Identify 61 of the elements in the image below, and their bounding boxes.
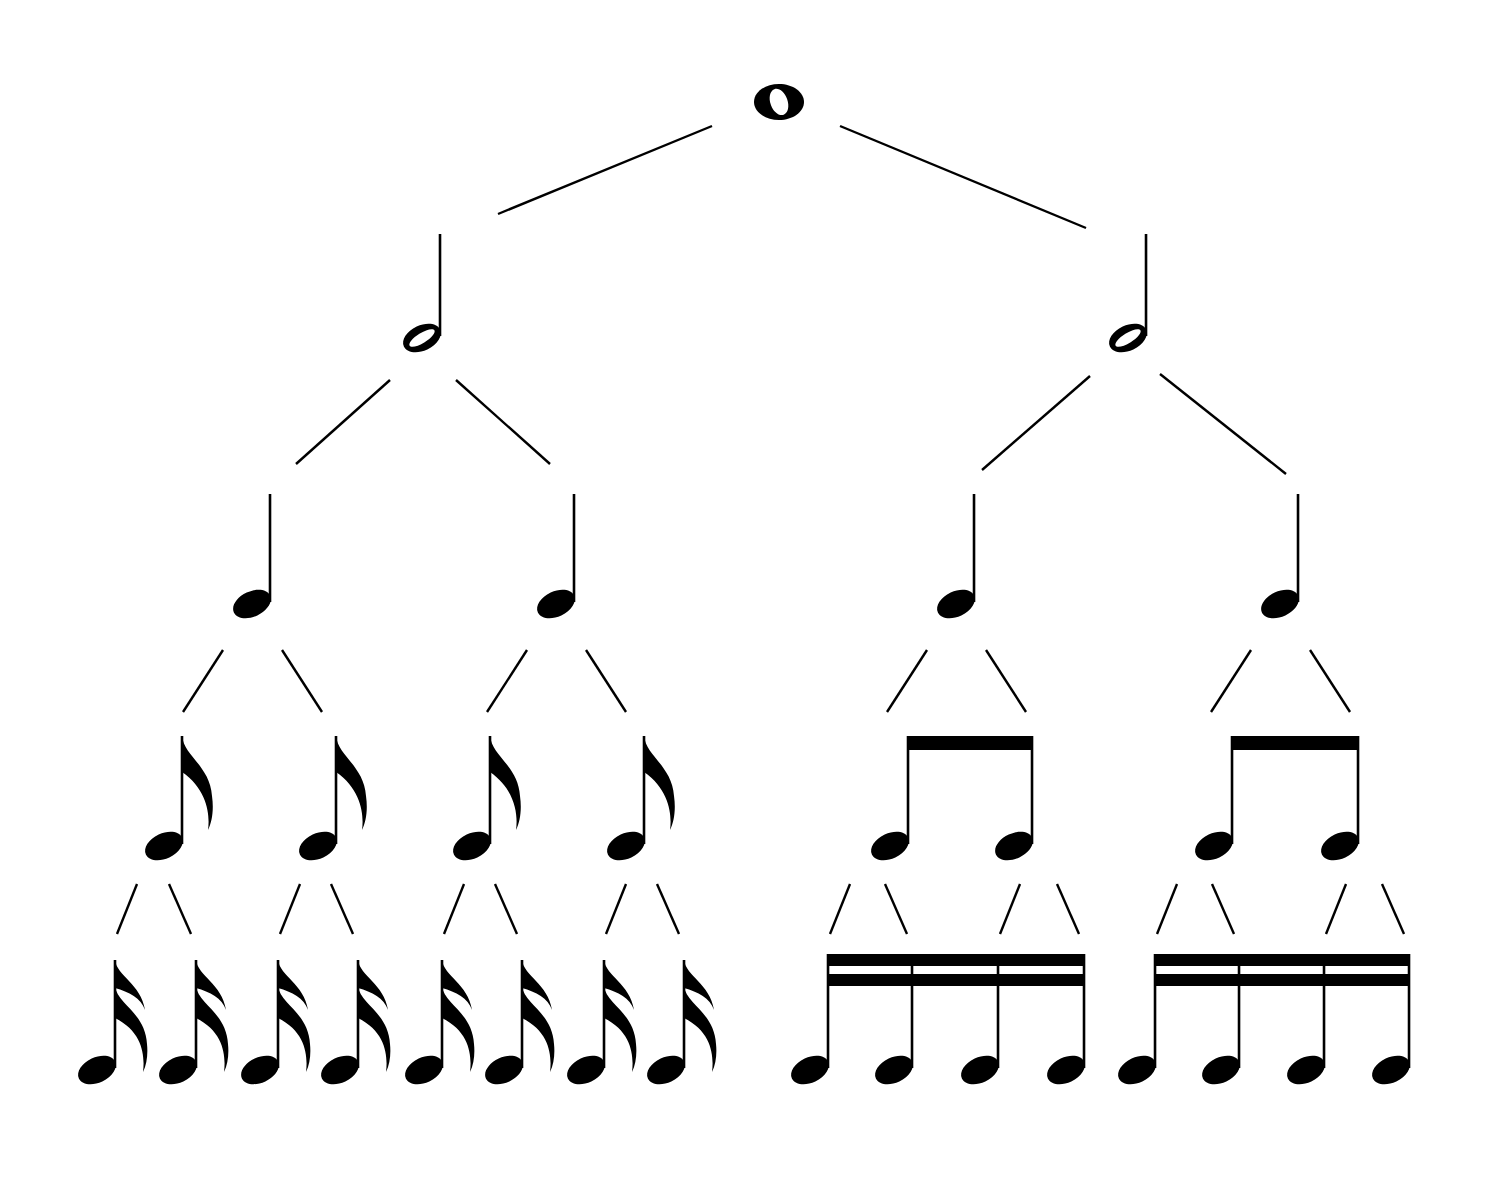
eighth-note [453, 736, 521, 861]
quarter-note [537, 494, 576, 619]
connector-line [585, 649, 627, 713]
sixteenth-note [567, 960, 637, 1085]
connector-line [295, 379, 391, 465]
eighth-note [299, 736, 367, 861]
connector-line [281, 649, 323, 713]
sixteenth-note [78, 960, 148, 1085]
connector-line [604, 883, 628, 935]
connector-line [655, 883, 681, 935]
connector-line [182, 649, 224, 713]
connector-line [1210, 649, 1253, 713]
connector-line [115, 883, 139, 935]
connector-line [1055, 883, 1081, 935]
connector-line [442, 883, 466, 935]
sixteenth-note [647, 960, 717, 1085]
connector-line [1159, 373, 1287, 475]
sixteenth-note [961, 986, 1000, 1085]
quarter-note [1261, 494, 1300, 619]
connector-line [1380, 883, 1406, 935]
sixteenth-note [1372, 986, 1411, 1085]
eighth-note [607, 736, 675, 861]
connector-line [497, 124, 713, 216]
connector-line [455, 379, 551, 465]
sixteenth-note [241, 960, 311, 1085]
connector-line [981, 375, 1091, 471]
sixteenth-note [1202, 986, 1241, 1085]
eighth-note [1195, 750, 1234, 861]
connector-line [278, 883, 302, 935]
eighth-note [871, 750, 910, 861]
connector-line [1309, 649, 1352, 713]
half-note [403, 234, 442, 353]
sixteenth-note [875, 986, 914, 1085]
connector-line [329, 883, 355, 935]
sixteenth-note [321, 960, 391, 1085]
sixteenth-note [1047, 986, 1086, 1085]
connector-line [998, 883, 1022, 935]
connector-line [883, 883, 909, 935]
sixteenth-note [485, 960, 555, 1085]
sixteenth-note [1287, 986, 1326, 1085]
connector-line [1324, 883, 1348, 935]
connector-line [493, 883, 519, 935]
sixteenth-note [159, 960, 229, 1085]
quarter-note [937, 494, 976, 619]
sixteenth-note [405, 960, 475, 1085]
connector-line [828, 883, 852, 935]
connector-line [167, 883, 193, 935]
eighth-note [145, 736, 213, 861]
quarter-note [233, 494, 272, 619]
sixteenth-note [791, 986, 830, 1085]
connector-line [486, 649, 528, 713]
connector-line [1155, 883, 1179, 935]
sixteenth-note [1118, 986, 1157, 1085]
eighth-note [995, 750, 1034, 861]
half-note [1109, 234, 1148, 353]
connector-line [1210, 883, 1236, 935]
connector-line [985, 649, 1027, 713]
whole-note [754, 84, 804, 120]
connector-line [839, 124, 1087, 230]
connector-line [886, 649, 928, 713]
eighth-note [1321, 750, 1360, 861]
